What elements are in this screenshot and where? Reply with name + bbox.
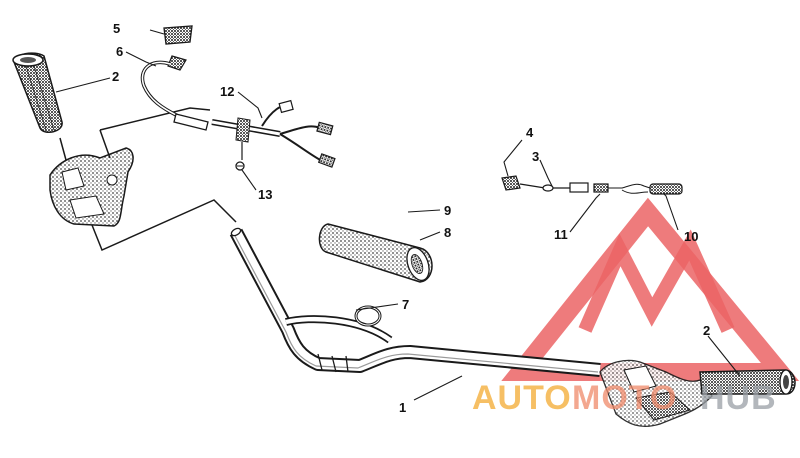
callout-5: 5 bbox=[113, 21, 121, 36]
right-throttle-housing bbox=[599, 359, 713, 428]
callout-8: 8 bbox=[444, 225, 452, 240]
callout-2-right: 2 bbox=[703, 323, 711, 338]
leader-grip-to-housing bbox=[59, 137, 67, 161]
watermark-text: AUTO MOTO HUB bbox=[472, 380, 792, 420]
callout-2-left: 2 bbox=[112, 69, 120, 84]
watermark-hub: HUB bbox=[700, 379, 777, 417]
wire-assembly-parts-3-4-10-11 bbox=[501, 175, 683, 195]
callout-1: 1 bbox=[399, 400, 407, 415]
right-grip bbox=[699, 369, 796, 395]
leader-lines bbox=[55, 29, 741, 401]
callout-4: 4 bbox=[526, 125, 534, 140]
leader-housing-left bbox=[99, 129, 111, 159]
leader-housing-to-bar bbox=[91, 199, 237, 252]
left-control-housing bbox=[49, 147, 134, 227]
callout-6: 6 bbox=[116, 44, 124, 59]
callout-7: 7 bbox=[402, 297, 410, 312]
screw-part-13 bbox=[235, 161, 245, 171]
switch-cable-part-6 bbox=[140, 55, 209, 131]
callout-9: 9 bbox=[444, 203, 452, 218]
callout-12: 12 bbox=[220, 84, 235, 99]
left-grip bbox=[12, 52, 63, 133]
leader-housing-top bbox=[99, 107, 211, 131]
callout-10: 10 bbox=[684, 229, 699, 244]
watermark-auto: AUTO bbox=[472, 379, 572, 417]
handlebar-part-1 bbox=[229, 227, 601, 377]
handlebar-pad-part-8-9 bbox=[318, 223, 433, 283]
pad-part-5 bbox=[163, 25, 193, 45]
clip-part-7 bbox=[354, 305, 382, 327]
callout-11: 11 bbox=[554, 227, 568, 242]
callout-13: 13 bbox=[258, 187, 273, 202]
watermark-moto: MOTO bbox=[572, 379, 678, 417]
wiring-harness-part-12 bbox=[211, 99, 336, 168]
callout-3: 3 bbox=[532, 149, 540, 164]
